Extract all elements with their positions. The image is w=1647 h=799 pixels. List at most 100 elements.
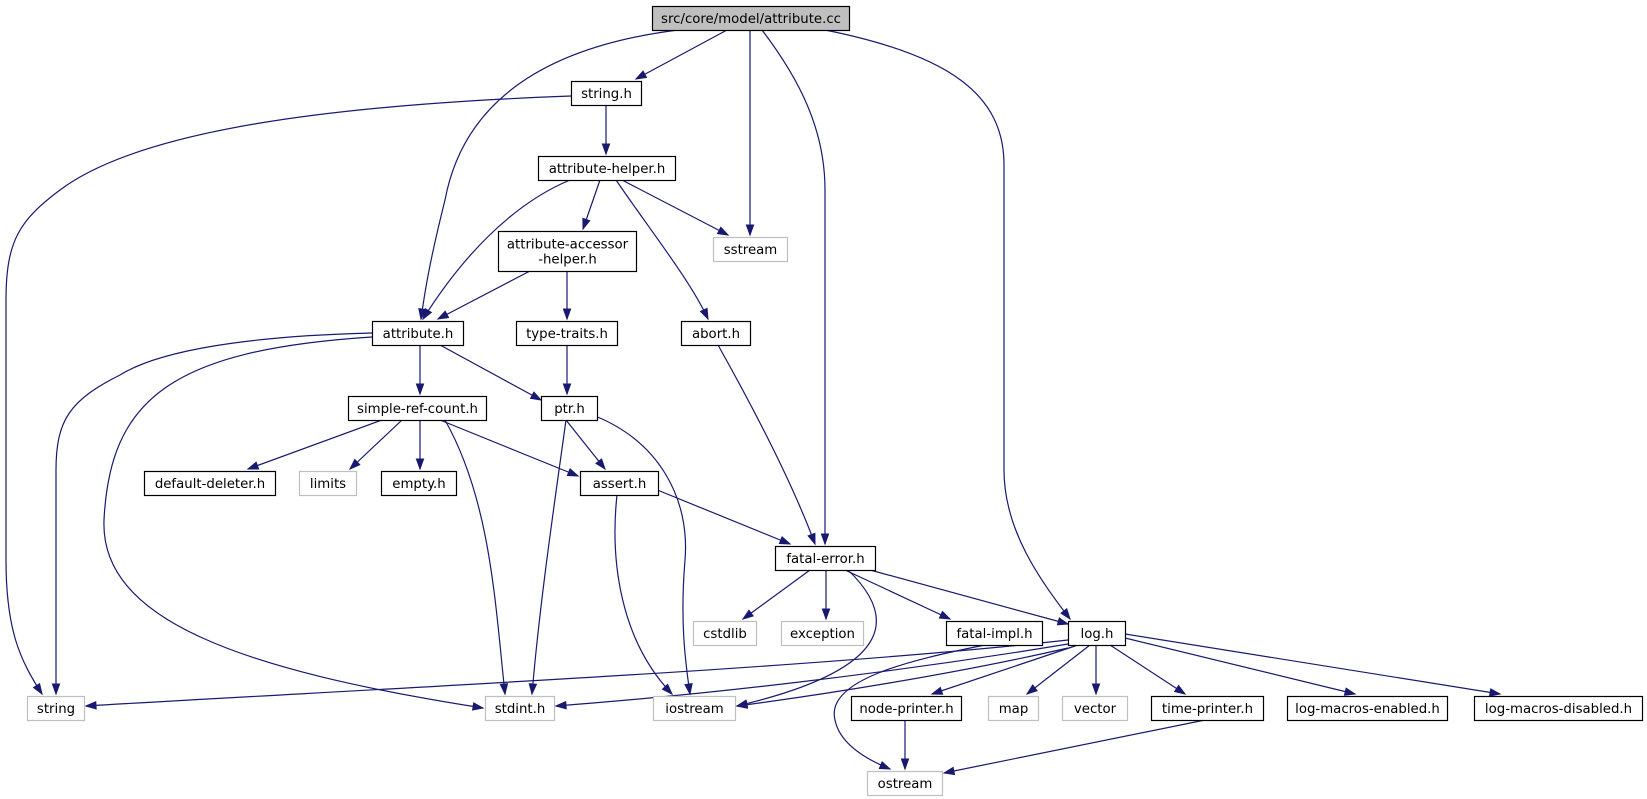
node-box	[866, 770, 944, 797]
edge-assert-h-to-iostream	[614, 494, 674, 696]
node-stdint-h: stdint.h	[484, 695, 556, 722]
edge-simple-ref-count-h-to-default-deleter-h	[246, 419, 383, 470]
node-label: assert.h	[593, 477, 647, 492]
edge-string-h-to-string	[5, 95, 572, 696]
node-abort-h[interactable]: abort.h	[680, 320, 752, 347]
arrowhead	[499, 683, 509, 696]
node-ptr-h[interactable]: ptr.h	[540, 395, 599, 422]
edge-line	[621, 179, 729, 236]
arrowhead	[684, 682, 693, 696]
edge-line	[761, 29, 826, 544]
arrowhead	[415, 458, 425, 471]
edge-line	[555, 643, 1069, 707]
node-limits: limits	[298, 470, 358, 497]
edge-line	[943, 719, 1206, 774]
node-type-traits-h[interactable]: type-traits.h	[515, 320, 619, 347]
edge-log-h-to-time-printer-h	[1109, 644, 1187, 695]
edge-attribute-helper-h-to-abort-h	[615, 179, 709, 321]
edge-line	[824, 29, 1071, 620]
node-string-h[interactable]: string.h	[570, 80, 643, 107]
arrowhead	[1343, 687, 1357, 696]
edge-line	[55, 332, 373, 694]
edge-line	[736, 569, 877, 707]
node-label: map	[999, 702, 1029, 717]
node-box	[540, 395, 599, 422]
arrowhead	[930, 686, 944, 695]
node-default-deleter-h[interactable]: default-deleter.h	[143, 470, 277, 497]
node-label: cstdlib	[703, 627, 747, 642]
edge-line	[869, 569, 1069, 625]
edge-fatal-error-h-to-fatal-impl-h	[844, 569, 952, 620]
arrowhead	[1060, 608, 1071, 621]
edge-line	[649, 486, 791, 545]
node-time-printer-h[interactable]: time-printer.h	[1150, 695, 1265, 722]
node-label: default-deleter.h	[155, 477, 265, 492]
edge-fatal-error-h-to-exception	[821, 570, 831, 621]
edge-line	[833, 644, 986, 770]
edge-line	[439, 419, 579, 477]
arrowhead	[821, 608, 831, 621]
node-fatal-impl-h[interactable]: fatal-impl.h	[945, 620, 1044, 647]
node-attribute-cc[interactable]: src/core/model/attribute.cc	[651, 5, 851, 32]
edge-log-h-to-log-macros-disabled-h	[1124, 633, 1502, 697]
node-box	[497, 230, 638, 273]
node-sstream: sstream	[712, 236, 789, 263]
node-label: string.h	[581, 87, 632, 102]
node-vector: vector	[1061, 695, 1129, 722]
node-attribute-h[interactable]: attribute.h	[371, 320, 465, 347]
node-box	[692, 620, 758, 647]
edge-attribute-helper-h-to-attribute-accessor-helper-h	[582, 179, 601, 231]
arrowhead	[807, 532, 816, 546]
node-exception: exception	[780, 620, 865, 647]
arrowhead	[778, 536, 792, 545]
node-box	[774, 545, 877, 572]
arrowhead	[741, 609, 755, 620]
arrowhead	[601, 143, 611, 156]
arrowhead	[661, 683, 674, 696]
edge-attribute-cc-to-string-h	[634, 29, 728, 80]
node-assert-h[interactable]: assert.h	[579, 470, 660, 497]
edge-attribute-cc-to-fatal-error-h	[761, 29, 830, 546]
node-label: log-macros-enabled.h	[1295, 702, 1440, 717]
arrowhead	[529, 391, 543, 401]
edge-attribute-cc-to-attribute-h	[418, 29, 679, 321]
edge-attribute-accessor-helper-h-to-type-traits-h	[562, 271, 572, 321]
edge-line	[736, 647, 1069, 707]
node-attribute-accessor-helper-h[interactable]: attribute-accessor-helper.h	[497, 230, 638, 273]
edge-log-h-to-iostream	[735, 647, 1069, 709]
node-log-macros-enabled-h[interactable]: log-macros-enabled.h	[1286, 695, 1449, 722]
node-box	[579, 470, 660, 497]
edge-attribute-accessor-helper-h-to-attribute-h	[436, 270, 531, 320]
edge-ptr-h-to-stdint-h	[528, 419, 567, 696]
node-label: node-printer.h	[859, 702, 953, 717]
edge-fatal-error-h-to-cstdlib	[741, 569, 811, 620]
edges-layer	[5, 29, 1502, 776]
edge-log-h-to-node-printer-h	[930, 644, 1079, 695]
node-empty-h[interactable]: empty.h	[380, 470, 458, 497]
edge-line	[1124, 637, 1356, 695]
arrowhead	[32, 682, 43, 696]
node-attribute-helper-h[interactable]: attribute-helper.h	[537, 155, 677, 182]
arrowhead	[745, 224, 755, 237]
edge-attribute-h-to-stdint-h	[103, 336, 485, 711]
edge-attribute-cc-to-sstream	[745, 30, 755, 237]
arrowhead	[1488, 688, 1502, 697]
node-ostream: ostream	[866, 770, 944, 797]
node-log-h[interactable]: log.h	[1067, 620, 1127, 647]
arrowhead	[1091, 683, 1101, 696]
edge-line	[615, 179, 709, 320]
node-simple-ref-count-h[interactable]: simple-ref-count.h	[347, 395, 488, 422]
node-box	[1286, 695, 1449, 722]
node-log-macros-disabled-h[interactable]: log-macros-disabled.h	[1473, 695, 1644, 722]
arrowhead	[422, 307, 433, 321]
edge-type-traits-h-to-ptr-h	[562, 345, 572, 396]
node-label: limits	[310, 477, 346, 492]
edge-line	[103, 336, 484, 709]
node-node-printer-h[interactable]: node-printer.h	[850, 695, 963, 722]
arrowhead	[938, 610, 952, 620]
node-box	[945, 620, 1044, 647]
edge-line	[1026, 644, 1091, 695]
node-fatal-error-h[interactable]: fatal-error.h	[774, 545, 877, 572]
node-box	[1150, 695, 1265, 722]
arrowhead	[820, 533, 830, 546]
